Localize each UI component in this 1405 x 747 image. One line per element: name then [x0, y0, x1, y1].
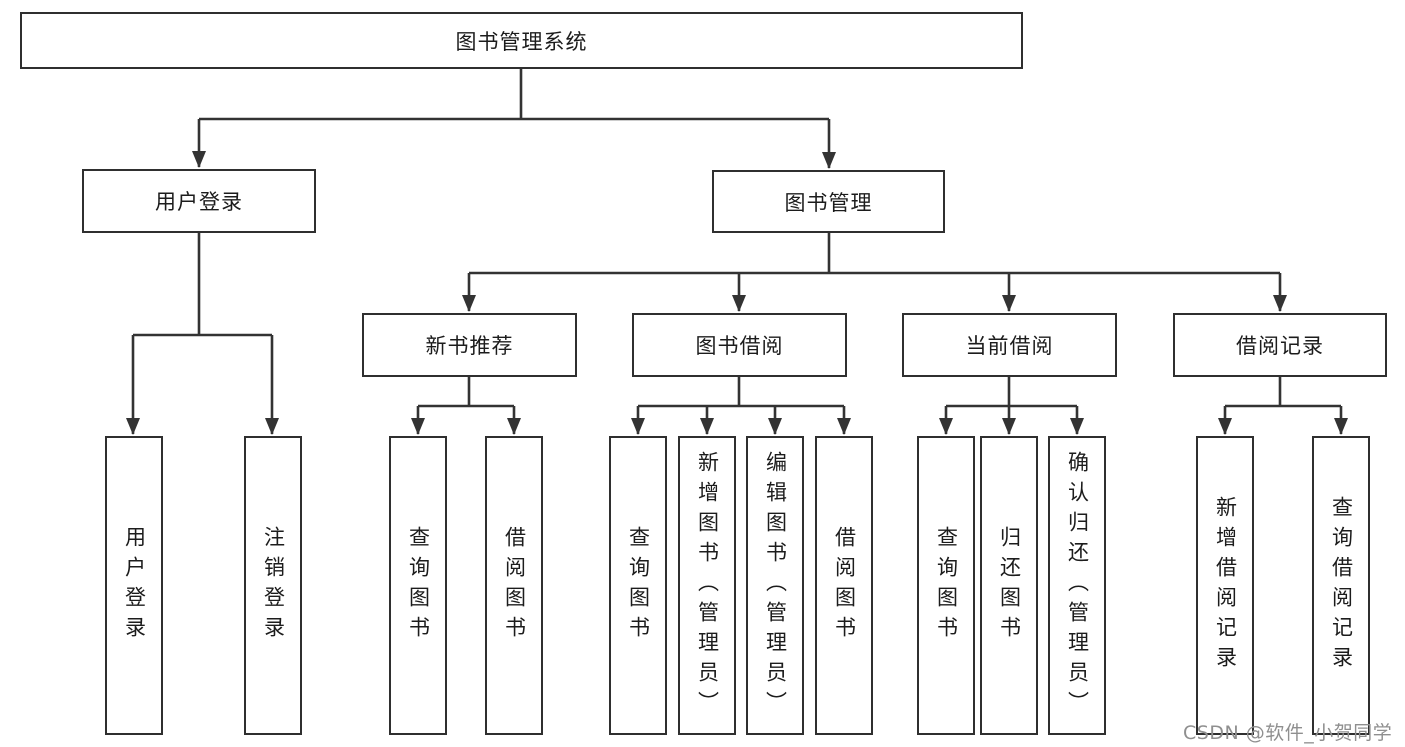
leaf-label: 借阅图书	[502, 525, 527, 646]
leaf-query-borrow-record: 查询借阅记录	[1312, 436, 1370, 735]
leaf-label: 编辑图书（管理员）	[763, 450, 788, 721]
connector-book-management-bus	[469, 233, 1280, 275]
leaf-label: 查询图书	[626, 525, 651, 646]
leaf-label: 查询图书	[406, 525, 431, 646]
node-root: 图书管理系统	[20, 12, 1023, 69]
leaf-label: 确认归还（管理员）	[1065, 450, 1090, 721]
leaf-confirm-return-admin: 确认归还（管理员）	[1048, 436, 1106, 735]
leaf-label: 借阅图书	[832, 525, 857, 646]
node-borrow-records: 借阅记录	[1173, 313, 1387, 377]
leaf-label: 新增借阅记录	[1213, 495, 1238, 676]
leaf-query-books-borrow: 查询图书	[609, 436, 667, 735]
node-new-book-recommend: 新书推荐	[362, 313, 577, 377]
node-user-login: 用户登录	[82, 169, 316, 233]
leaf-add-borrow-record: 新增借阅记录	[1196, 436, 1254, 735]
node-book-management-label: 图书管理	[784, 190, 873, 215]
connector-user-login-bus	[133, 233, 272, 337]
node-book-borrow-label: 图书借阅	[695, 334, 784, 358]
node-user-login-label: 用户登录	[155, 190, 243, 214]
node-book-borrow: 图书借阅	[632, 313, 847, 377]
leaf-return-books: 归还图书	[980, 436, 1038, 735]
leaf-label: 新增图书（管理员）	[695, 450, 720, 721]
node-new-book-recommend-label: 新书推荐	[425, 334, 514, 358]
leaf-label: 查询图书	[934, 525, 959, 646]
leaf-label: 归还图书	[997, 525, 1022, 646]
leaf-user-login-label: 用户登录	[122, 525, 147, 646]
node-root-label: 图书管理系统	[455, 29, 588, 54]
connector-borrow-records-bus	[1225, 377, 1341, 408]
leaf-user-login: 用户登录	[105, 436, 163, 735]
leaf-borrow-books-recommend: 借阅图书	[485, 436, 543, 735]
leaf-borrow-books: 借阅图书	[815, 436, 873, 735]
node-book-management: 图书管理	[712, 170, 945, 233]
leaf-label: 查询借阅记录	[1329, 495, 1354, 676]
connector-root-bus	[199, 69, 829, 121]
csdn-watermark: CSDN @软件_小贺同学	[1183, 722, 1393, 744]
node-borrow-records-label: 借阅记录	[1236, 334, 1324, 358]
connector-book-borrow-bus	[638, 377, 844, 408]
leaf-logout: 注销登录	[244, 436, 302, 735]
leaf-query-books-current: 查询图书	[917, 436, 975, 735]
node-current-borrow: 当前借阅	[902, 313, 1117, 377]
leaf-logout-label: 注销登录	[261, 525, 286, 646]
leaf-edit-books-admin: 编辑图书（管理员）	[746, 436, 804, 735]
leaf-add-books-admin: 新增图书（管理员）	[678, 436, 736, 735]
leaf-query-books-recommend: 查询图书	[389, 436, 447, 735]
connector-current-borrow-bus	[946, 377, 1077, 408]
node-current-borrow-label: 当前借阅	[965, 334, 1054, 358]
connector-new-book-bus	[418, 377, 514, 408]
